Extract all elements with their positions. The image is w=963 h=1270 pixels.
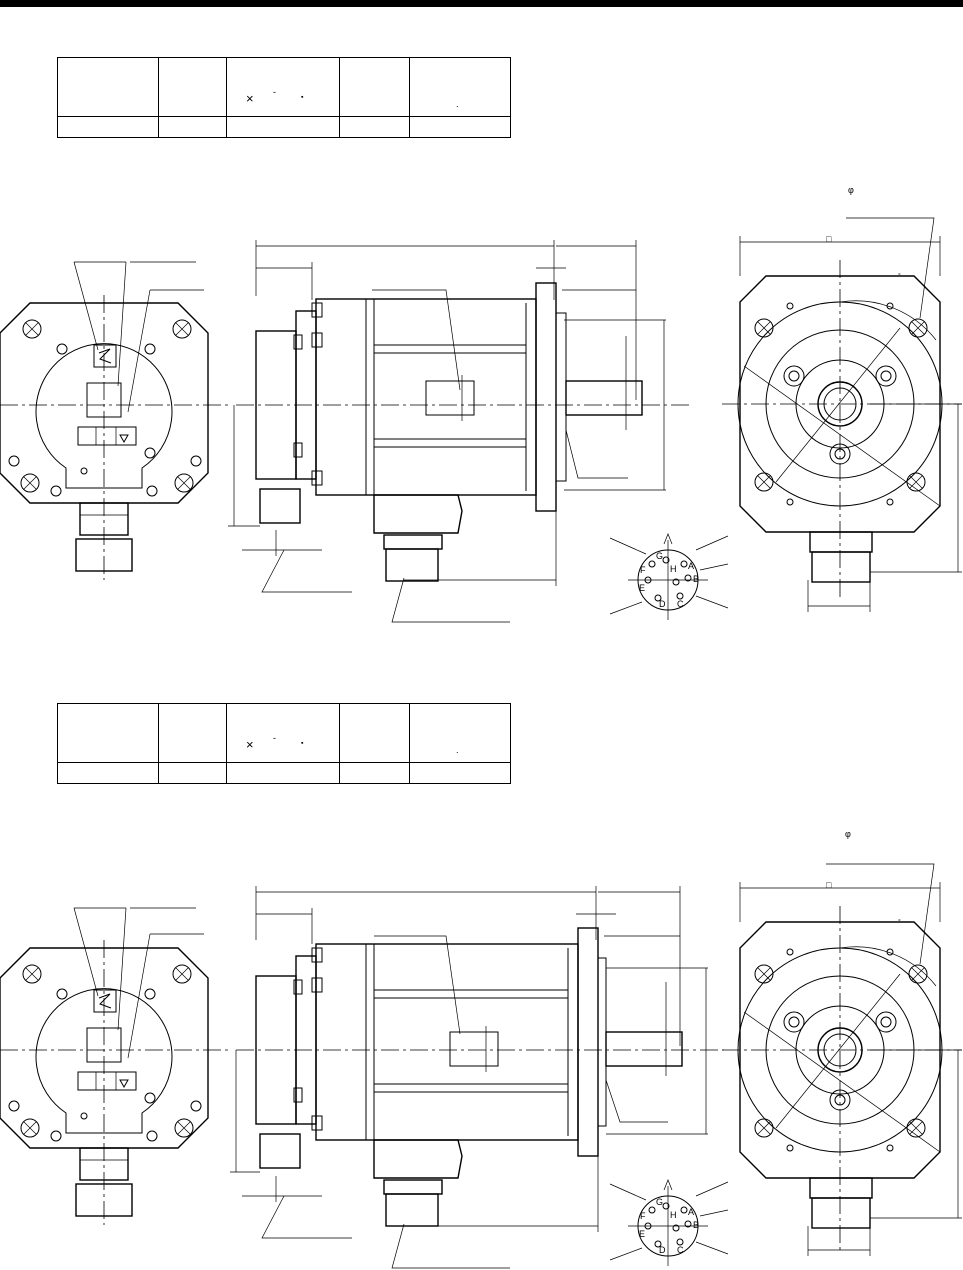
connector-pin-label: G — [656, 551, 664, 561]
rear-view-drawing-1 — [0, 261, 232, 580]
times-mark: × — [246, 91, 254, 106]
spec-table-header-row — [57, 57, 511, 117]
dot-mark: ▪ — [301, 94, 304, 101]
connector-pin-label: C — [677, 1245, 684, 1255]
dot-mark: ▪ — [301, 740, 304, 747]
spec-cell — [57, 762, 159, 784]
connector-pin-label: H — [670, 564, 677, 574]
dash-mark: - — [273, 87, 276, 97]
connector-pin-label: G — [656, 1197, 664, 1207]
dot-mark: . — [456, 745, 459, 755]
connector-pin-label: F — [640, 1211, 646, 1221]
connector-pin-label: D — [659, 1245, 666, 1255]
spec-cell — [157, 703, 228, 763]
connector-pin-label: E — [639, 1229, 646, 1239]
connector-face-1 — [609, 533, 729, 621]
diameter-symbol: φ — [845, 829, 851, 839]
spec-table-value-row — [57, 116, 511, 138]
diameter-symbol: φ — [848, 185, 854, 195]
front-view-drawing-2 — [722, 863, 962, 1256]
spec-cell — [409, 57, 511, 117]
spec-cell — [226, 57, 340, 117]
spec-table-value-row — [57, 762, 511, 784]
dash-mark: - — [273, 733, 276, 743]
side-view-drawing-2 — [230, 886, 724, 1269]
front-view-drawing-1 — [722, 217, 962, 612]
top-border-bar — [0, 0, 963, 7]
connector-pin-label: D — [659, 599, 666, 609]
square-symbol: □ — [826, 880, 832, 890]
rear-view-drawing-2 — [0, 907, 232, 1225]
spec-cell — [409, 703, 511, 763]
connector-pin-label: A — [688, 1207, 695, 1217]
connector-pin-label: B — [693, 574, 700, 584]
connector-pin-label: H — [670, 1210, 677, 1220]
connector-pin-label: C — [677, 599, 684, 609]
spec-cell — [409, 762, 511, 784]
connector-pin-label: E — [639, 583, 646, 593]
spec-table-2 — [57, 703, 511, 784]
connector-pin-label: B — [693, 1220, 700, 1230]
square-symbol: □ — [826, 234, 832, 244]
spec-cell — [57, 116, 159, 138]
spec-table-header-row — [57, 703, 511, 763]
spec-table-1 — [57, 57, 511, 138]
side-view-drawing-1 — [228, 240, 690, 623]
connector-pin-label: F — [640, 565, 646, 575]
times-mark: × — [246, 737, 254, 752]
dot-mark: . — [456, 99, 459, 109]
connector-face-2 — [609, 1179, 729, 1267]
spec-cell — [409, 116, 511, 138]
connector-pin-label: A — [688, 561, 695, 571]
